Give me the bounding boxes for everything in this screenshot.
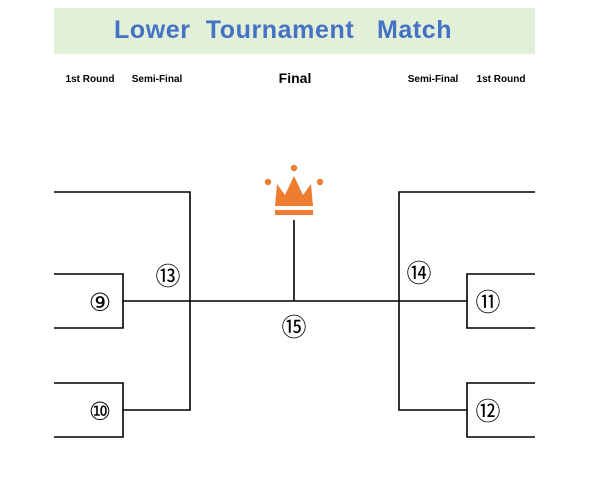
match-10-label: ⑩ (89, 397, 111, 426)
match-12-label: ⑫ (475, 397, 500, 426)
round-label-right-1st: 1st Round (476, 74, 526, 85)
bracket-line-right-top (398, 191, 535, 411)
title-banner (54, 8, 535, 54)
bracket-line-m12 (466, 382, 535, 438)
crown-icon (264, 164, 324, 215)
match-11-label: ⑪ (475, 288, 500, 317)
match-9-label: ⑨ (89, 288, 111, 317)
page-title: Lower Tournament Match (114, 16, 453, 44)
round-label-right-semi: Semi-Final (407, 74, 459, 85)
match-14-label: ⑭ (406, 259, 431, 288)
match-13-label: ⑬ (155, 262, 180, 291)
match-15-label: ⑮ (281, 313, 306, 342)
round-label-left-1st: 1st Round (65, 74, 115, 85)
bracket-line-m10 (54, 382, 124, 438)
bracket-line-m11 (466, 273, 535, 329)
round-label-final: Final (278, 70, 312, 86)
round-label-left-semi: Semi-Final (131, 74, 183, 85)
